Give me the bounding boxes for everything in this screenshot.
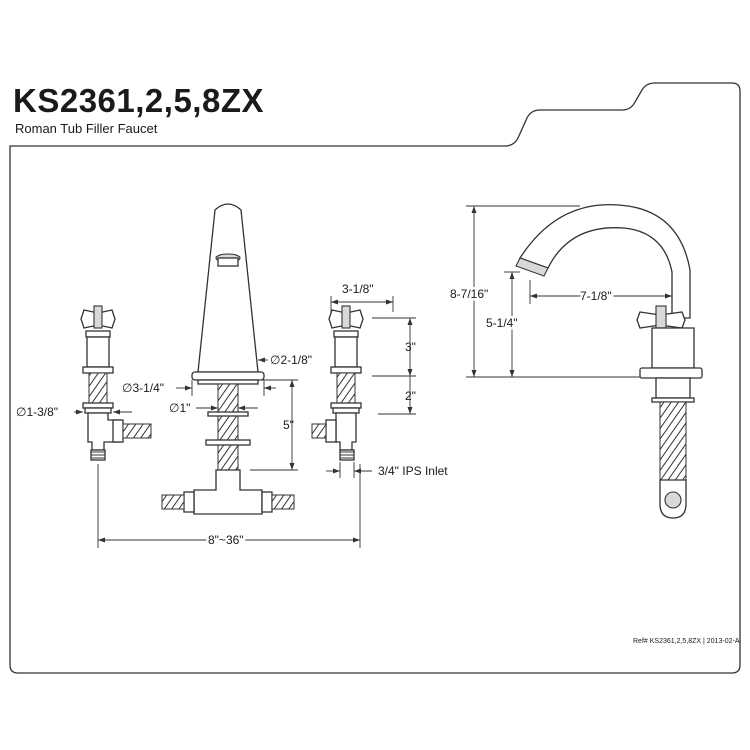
dim-spout-reach: 7-1/8"	[580, 289, 612, 303]
dim-spout-shank-length: 5"	[283, 418, 294, 432]
center-spout	[161, 203, 295, 515]
dim-spout-escutcheon-diameter: ∅3-1/4"	[122, 381, 164, 395]
dim-spout-shank-diameter: ∅1"	[169, 401, 190, 415]
dim-inlet: 3/4" IPS Inlet	[378, 464, 448, 478]
reference-footer: Ref# KS2361,2,5,8ZX | 2013-02-A	[633, 638, 740, 645]
sheet-frame	[9, 82, 741, 674]
dim-total-height: 8-7/16"	[450, 287, 488, 301]
dim-shank-height: 2"	[405, 389, 416, 403]
model-number-title: KS2361,2,5,8ZX	[13, 82, 264, 119]
dim-spread: 8"~36"	[208, 533, 244, 547]
side-view-faucet	[515, 204, 703, 519]
dim-handle-height: 3"	[405, 340, 416, 354]
right-valve	[311, 305, 364, 461]
dim-spout-outlet-height: 5-1/4"	[486, 316, 518, 330]
dim-valve-escutcheon-diameter: ∅1-3/8"	[16, 405, 58, 419]
dim-handle-width: 3-1/8"	[342, 282, 374, 296]
left-valve	[80, 305, 152, 461]
dimension-lines	[74, 205, 672, 548]
dim-spout-body-diameter: ∅2-1/8"	[270, 353, 312, 367]
product-name-subtitle: Roman Tub Filler Faucet	[15, 121, 158, 136]
